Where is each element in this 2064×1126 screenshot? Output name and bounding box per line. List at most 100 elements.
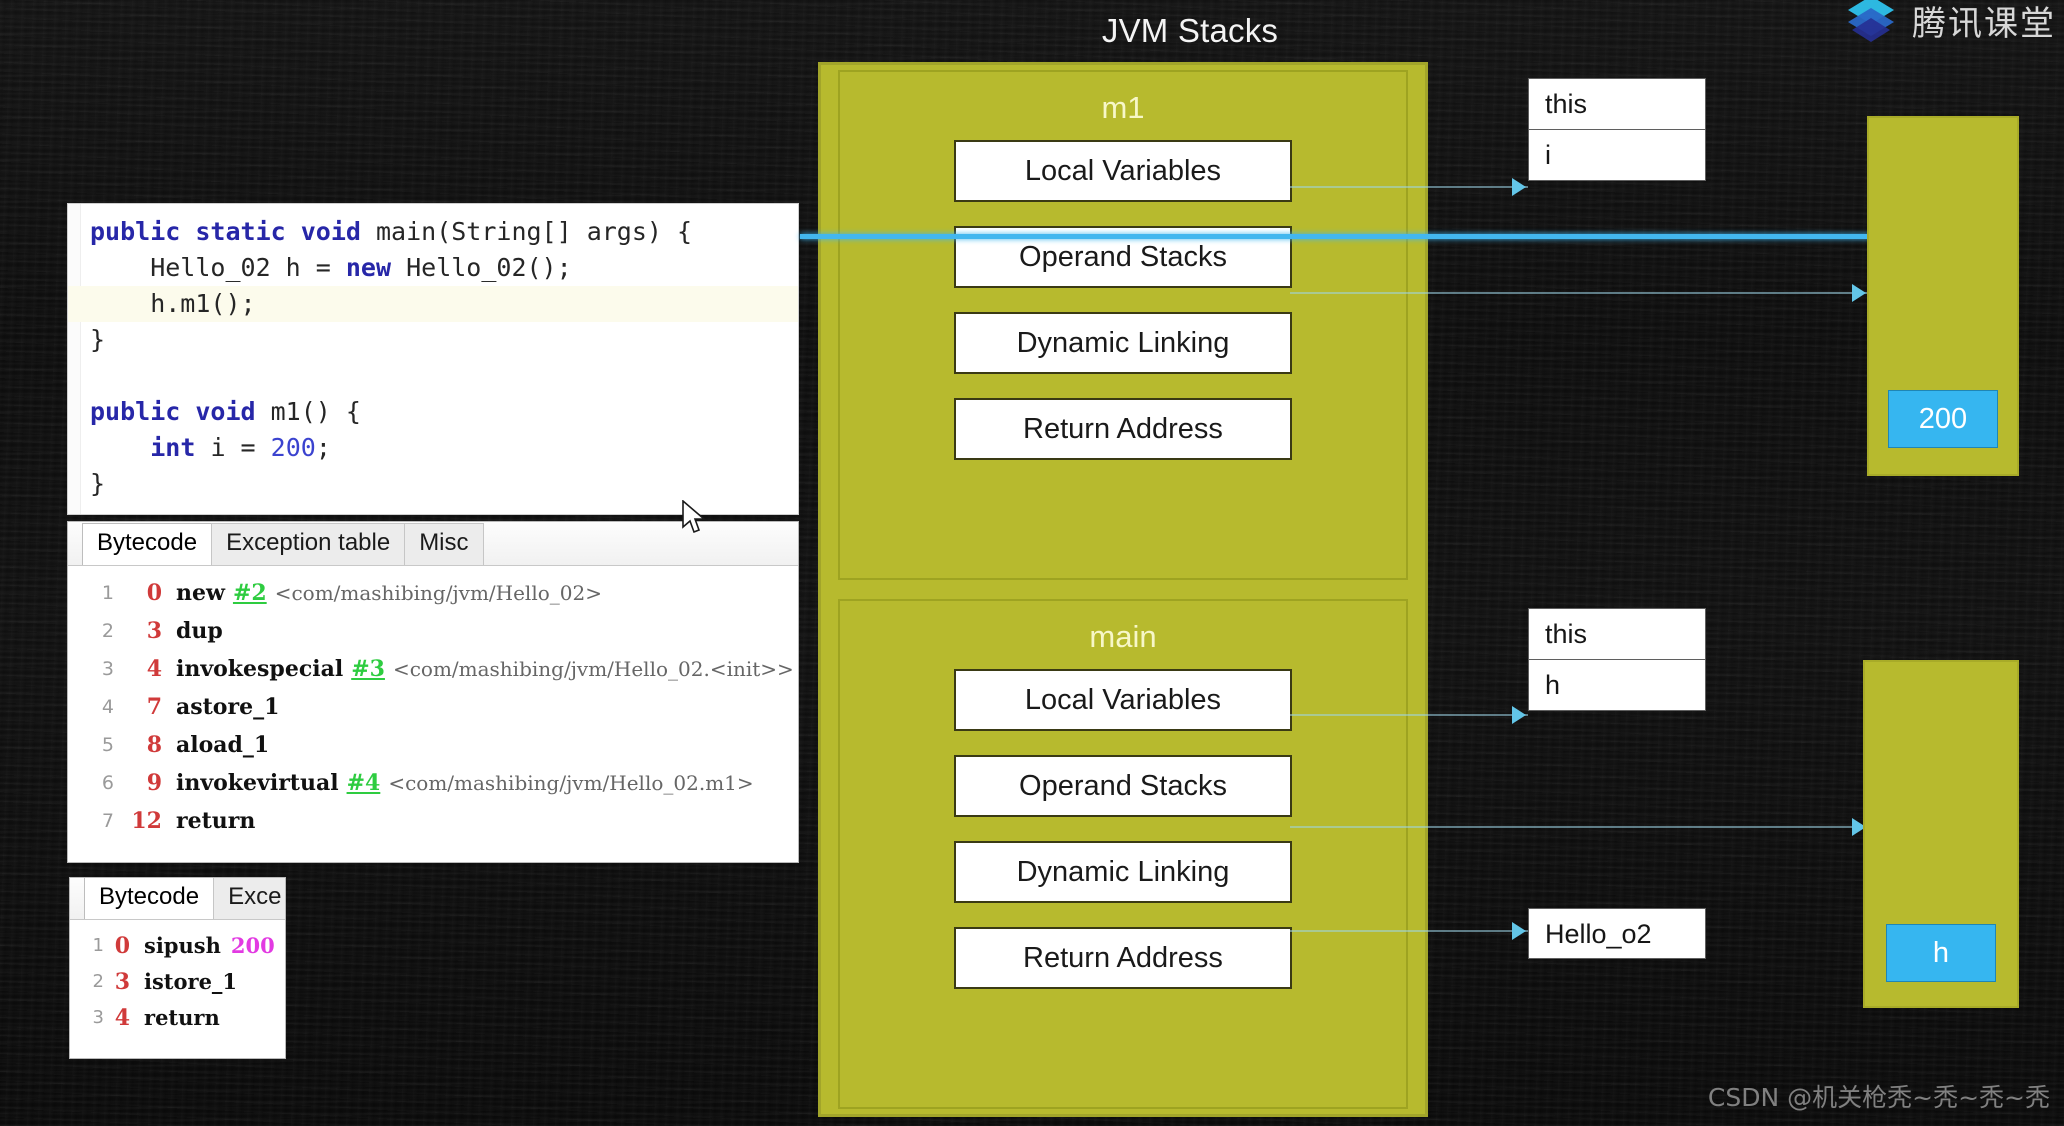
operand-label-hello-o2: Hello_o2: [1528, 908, 1706, 959]
heap-object-main: h: [1863, 660, 2019, 1008]
bytecode-argument: <com/mashibing/jvm/Hello_02.m1>: [388, 771, 754, 795]
stack-frame-m1: m1 Local Variables Operand Stacks Dynami…: [838, 70, 1408, 580]
code-token: int: [150, 433, 211, 462]
bytecode-constant-ref[interactable]: #4: [346, 770, 381, 796]
code-token: public static void: [90, 217, 376, 246]
slot-return-address-main[interactable]: Return Address: [954, 927, 1292, 989]
bytecode-main-tab-misc[interactable]: Misc: [404, 523, 484, 565]
bytecode-m1-tab-exce[interactable]: Exce: [213, 878, 285, 919]
local-var-this-m1: this: [1529, 79, 1705, 130]
bytecode-opcode: dup: [176, 618, 223, 644]
code-line: Hello_02 h = new Hello_02();: [90, 250, 798, 286]
csdn-watermark: CSDN @机关枪秃~秃~秃~秃: [1707, 1083, 2050, 1112]
bytecode-m1-tab-bytecode[interactable]: Bytecode: [84, 878, 215, 919]
local-variable-table-main: this h: [1528, 608, 1706, 711]
bytecode-offset: 4: [146, 656, 162, 682]
bytecode-line-number: 3: [92, 1007, 104, 1028]
bytecode-opcode: istore_1: [144, 969, 238, 994]
connector-m1-operand: [1290, 292, 1868, 294]
frame-title-main: main: [1089, 619, 1157, 654]
code-token: }: [90, 325, 106, 354]
arrowhead-main-dynamic-linking: [1512, 922, 1526, 940]
bytecode-main-tab-bytecode[interactable]: Bytecode: [82, 523, 213, 565]
connector-main-dynamic-linking: [1290, 930, 1528, 932]
bytecode-line-number: 1: [92, 935, 104, 956]
mouse-cursor-icon: [682, 499, 708, 538]
editor-code-body[interactable]: public static void main(String[] args) {…: [68, 204, 798, 502]
bytecode-line-number: 6: [101, 772, 114, 794]
slot-dynamic-linking-main[interactable]: Dynamic Linking: [954, 841, 1292, 903]
bytecode-offset: 9: [146, 770, 162, 796]
connector-m1-this-heap: [800, 234, 1870, 239]
arrowhead-m1-locals: [1512, 178, 1526, 196]
code-token: main(String[] args) {: [375, 217, 693, 246]
local-var-this-main: this: [1529, 609, 1705, 660]
connector-m1-locals: [1290, 186, 1528, 188]
jvm-stacks-container: m1 Local Variables Operand Stacks Dynami…: [818, 62, 1428, 1117]
code-token: public void: [90, 397, 271, 426]
arrowhead-main-locals: [1512, 706, 1526, 724]
bytecode-line-number: 1: [101, 582, 114, 604]
code-token: m1() {: [270, 397, 361, 426]
bytecode-offset: 3: [146, 618, 162, 644]
bytecode-row: 2 3 dup: [68, 612, 798, 650]
bytecode-opcode: return: [144, 1005, 220, 1030]
heap-value-h: h: [1886, 924, 1996, 982]
slot-dynamic-linking-m1[interactable]: Dynamic Linking: [954, 312, 1292, 374]
code-line: }: [90, 322, 798, 358]
bytecode-opcode: return: [176, 808, 256, 834]
bytecode-opcode: aload_1: [176, 732, 270, 758]
code-line: [90, 358, 798, 394]
bytecode-opcode: astore_1: [176, 694, 280, 720]
bytecode-opcode: new: [176, 580, 225, 606]
code-line: int i = 200;: [90, 430, 798, 466]
code-token: h.m1();: [90, 289, 256, 318]
code-token: ;: [315, 433, 331, 462]
bytecode-literal: 200: [230, 933, 275, 958]
bytecode-line-number: 5: [101, 734, 114, 756]
cloud-logo-icon: [1842, 0, 1900, 46]
heap-value-200: 200: [1888, 390, 1998, 448]
slot-return-address-m1[interactable]: Return Address: [954, 398, 1292, 460]
code-editor-panel[interactable]: public static void main(String[] args) {…: [68, 204, 798, 514]
bytecode-constant-ref[interactable]: #2: [232, 580, 267, 606]
code-line: h.m1();: [68, 286, 798, 322]
logo-text: 腾讯课堂: [1912, 3, 2056, 44]
bytecode-line-number: 7: [101, 810, 114, 832]
bytecode-constant-ref[interactable]: #3: [351, 656, 385, 682]
bytecode-opcode: sipush: [144, 933, 221, 958]
bytecode-line-number: 4: [101, 696, 114, 718]
slot-operand-stacks-main[interactable]: Operand Stacks: [954, 755, 1292, 817]
connector-main-operand: [1290, 826, 1868, 828]
code-line: }: [90, 466, 798, 502]
bytecode-line-number: 3: [101, 658, 114, 680]
bytecode-offset: 3: [114, 969, 130, 995]
code-token: new: [345, 253, 407, 282]
slot-local-variables-m1[interactable]: Local Variables: [954, 140, 1292, 202]
operand-hello-o2-text: Hello_o2: [1545, 919, 1652, 949]
bytecode-opcode: invokespecial: [176, 656, 344, 682]
code-token: 200: [270, 433, 316, 462]
code-token: i =: [210, 433, 271, 462]
heap-object-m1: 200: [1867, 116, 2019, 476]
frame-title-m1: m1: [1101, 90, 1145, 125]
bytecode-opcode: invokevirtual: [176, 770, 339, 796]
arrowhead-main-operand: [1852, 818, 1866, 836]
editor-gutter: [68, 204, 81, 514]
code-line: public void m1() {: [90, 394, 798, 430]
bytecode-line-number: 2: [101, 620, 114, 642]
code-token: }: [90, 469, 106, 498]
bytecode-argument: <com/mashibing/jvm/Hello_02>: [274, 581, 602, 605]
bytecode-main-tab-exception-table[interactable]: Exception table: [211, 523, 406, 565]
tencent-classroom-logo: 腾讯课堂: [1842, 0, 2056, 46]
slot-local-variables-main[interactable]: Local Variables: [954, 669, 1292, 731]
